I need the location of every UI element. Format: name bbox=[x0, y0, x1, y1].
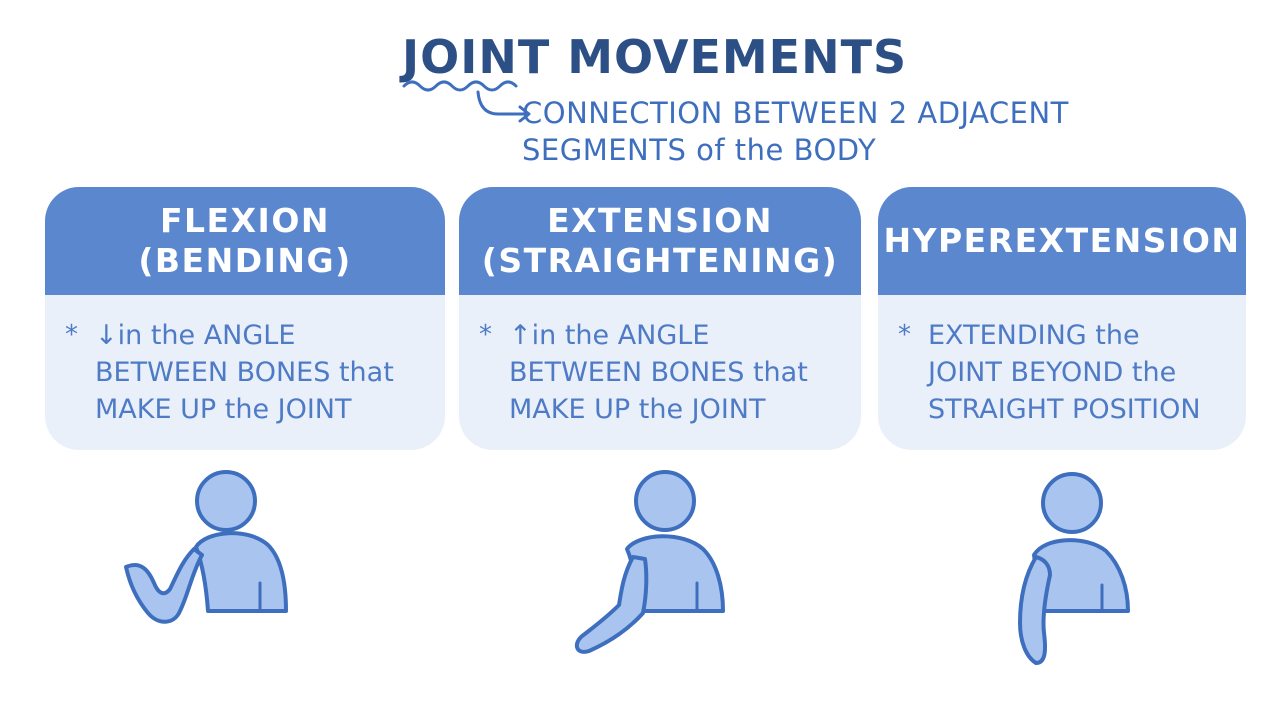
card-title: HYPEREXTENSION bbox=[883, 221, 1241, 260]
card-flexion: FLEXION (BENDING) * ↓in the ANGLE BETWEE… bbox=[45, 187, 445, 450]
card-title: FLEXION bbox=[159, 201, 330, 240]
arrow-underline-icon bbox=[402, 80, 531, 123]
description-line: BETWEEN BONES that bbox=[509, 357, 808, 388]
page-title: JOINT MOVEMENTS bbox=[402, 30, 908, 84]
card-title-paren: (STRAIGHTENING) bbox=[481, 241, 839, 280]
description-line: JOINT BEYOND the bbox=[928, 357, 1177, 388]
card-body: * ↑in the ANGLE BETWEEN BONES that MAKE … bbox=[459, 295, 861, 425]
card-header: FLEXION (BENDING) bbox=[45, 187, 445, 295]
title-block: JOINT MOVEMENTS CONNECTION BETWEEN 2 ADJ… bbox=[0, 0, 1280, 180]
definition-text: CONNECTION BETWEEN 2 ADJACENT SEGMENTS o… bbox=[522, 95, 1069, 169]
hyperextension-figure-icon bbox=[1018, 472, 1130, 665]
extension-figure-icon bbox=[574, 470, 725, 654]
card-body: * ↓in the ANGLE BETWEEN BONES that MAKE … bbox=[45, 295, 445, 425]
card-description: ↓in the ANGLE BETWEEN BONES that MAKE UP… bbox=[95, 317, 394, 428]
card-title-paren: (BENDING) bbox=[138, 241, 352, 280]
description-line: MAKE UP the JOINT bbox=[95, 394, 352, 425]
card-title: EXTENSION bbox=[547, 201, 773, 240]
card-header: HYPEREXTENSION bbox=[878, 187, 1246, 295]
definition-line: CONNECTION BETWEEN 2 ADJACENT bbox=[522, 96, 1069, 130]
card-description: ↑in the ANGLE BETWEEN BONES that MAKE UP… bbox=[509, 317, 808, 428]
description-line: MAKE UP the JOINT bbox=[509, 394, 766, 425]
description-line: ↓in the ANGLE bbox=[95, 320, 296, 351]
card-body: * EXTENDING the JOINT BEYOND the STRAIGH… bbox=[878, 295, 1246, 425]
description-line: STRAIGHT POSITION bbox=[928, 394, 1201, 425]
description-line: ↑in the ANGLE bbox=[509, 320, 710, 351]
asterisk-icon: * bbox=[65, 320, 78, 350]
description-line: BETWEEN BONES that bbox=[95, 357, 394, 388]
flexion-figure-icon bbox=[124, 470, 288, 624]
card-description: EXTENDING the JOINT BEYOND the STRAIGHT … bbox=[928, 317, 1201, 428]
card-extension: EXTENSION (STRAIGHTENING) * ↑in the ANGL… bbox=[459, 187, 861, 450]
asterisk-icon: * bbox=[479, 320, 492, 350]
description-line: EXTENDING the bbox=[928, 320, 1140, 351]
card-header: EXTENSION (STRAIGHTENING) bbox=[459, 187, 861, 295]
card-hyperextension: HYPEREXTENSION * EXTENDING the JOINT BEY… bbox=[878, 187, 1246, 450]
definition-line: SEGMENTS of the BODY bbox=[522, 133, 877, 167]
asterisk-icon: * bbox=[898, 320, 911, 350]
